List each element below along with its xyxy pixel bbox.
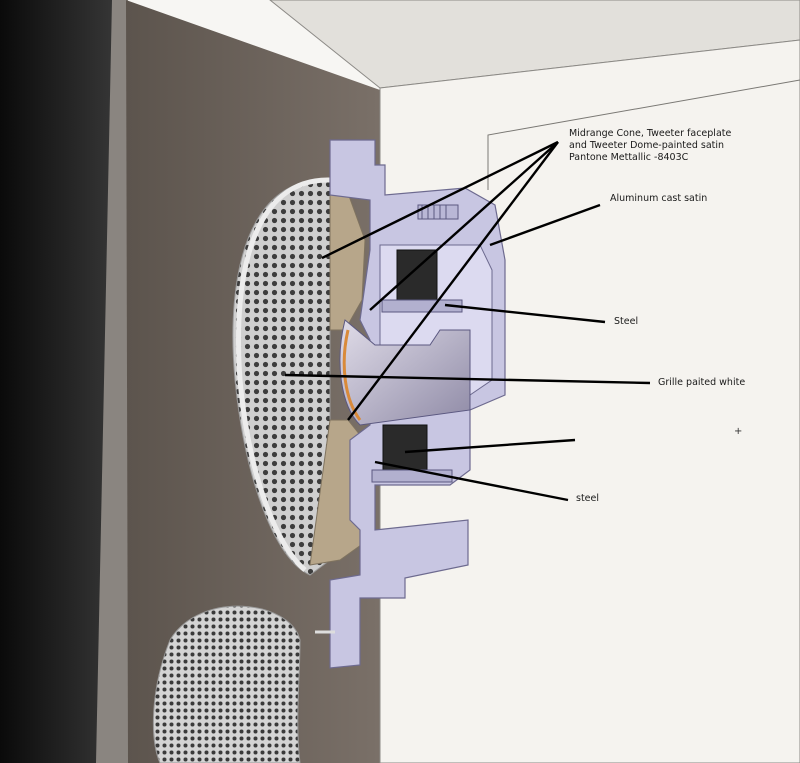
leader-steel-lower [374, 460, 569, 502]
callout-cone-line3: Pantone Mettallic -8403C [569, 152, 689, 163]
magnet-upper [396, 249, 438, 306]
leader-grille [284, 373, 651, 385]
leader-magnet-lower [404, 438, 576, 454]
baffle-edge [96, 0, 128, 763]
leader-cone-2 [369, 141, 559, 311]
leader-lines [284, 140, 651, 502]
callout-aluminum: Aluminum cast satin [610, 193, 708, 204]
grille-rim [235, 177, 331, 572]
callout-cone-line1: Midrange Cone, Tweeter faceplate [569, 128, 732, 139]
callout-grille: Grille paited white [658, 377, 746, 388]
voice-coil [342, 329, 362, 421]
recess-outline [487, 79, 800, 190]
callout-cone-finish: Midrange Cone, Tweeter faceplate and Twe… [569, 128, 731, 164]
callout-cone-line2: and Tweeter Dome-painted satin [569, 140, 725, 151]
leader-cone-1 [321, 140, 559, 260]
lower-grille [152, 605, 301, 763]
callout-steel-upper: Steel [614, 316, 639, 327]
plus-marker: + [734, 426, 743, 437]
leader-cone-3 [347, 141, 559, 421]
leader-aluminum [489, 203, 601, 247]
callout-steel-lower: steel [576, 493, 600, 504]
cabinet-top [269, 0, 800, 89]
leader-steel-upper [444, 303, 606, 324]
tweeter-dome [339, 319, 471, 426]
